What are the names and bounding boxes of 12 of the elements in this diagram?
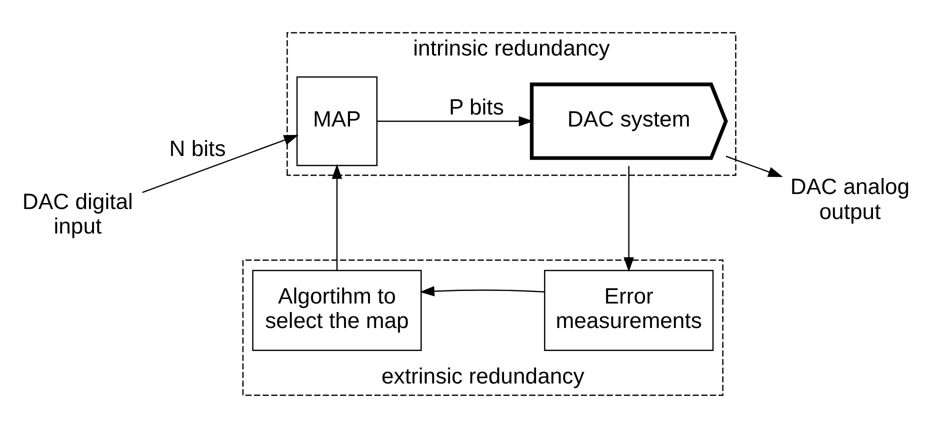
node-text: DAC digital input [22,188,133,239]
arrow [726,156,783,178]
arrow [142,134,299,194]
arrow [332,164,342,270]
arrow [420,286,544,296]
node-text: DAC analog output [790,174,910,224]
node-box: Error measurements [544,270,714,352]
arrow [624,166,634,272]
edge-label: P bits [448,94,504,120]
edge-label: N bits [169,136,226,162]
node-box: MAP [296,76,378,166]
node-box: Algortihm to select the map [252,270,422,352]
